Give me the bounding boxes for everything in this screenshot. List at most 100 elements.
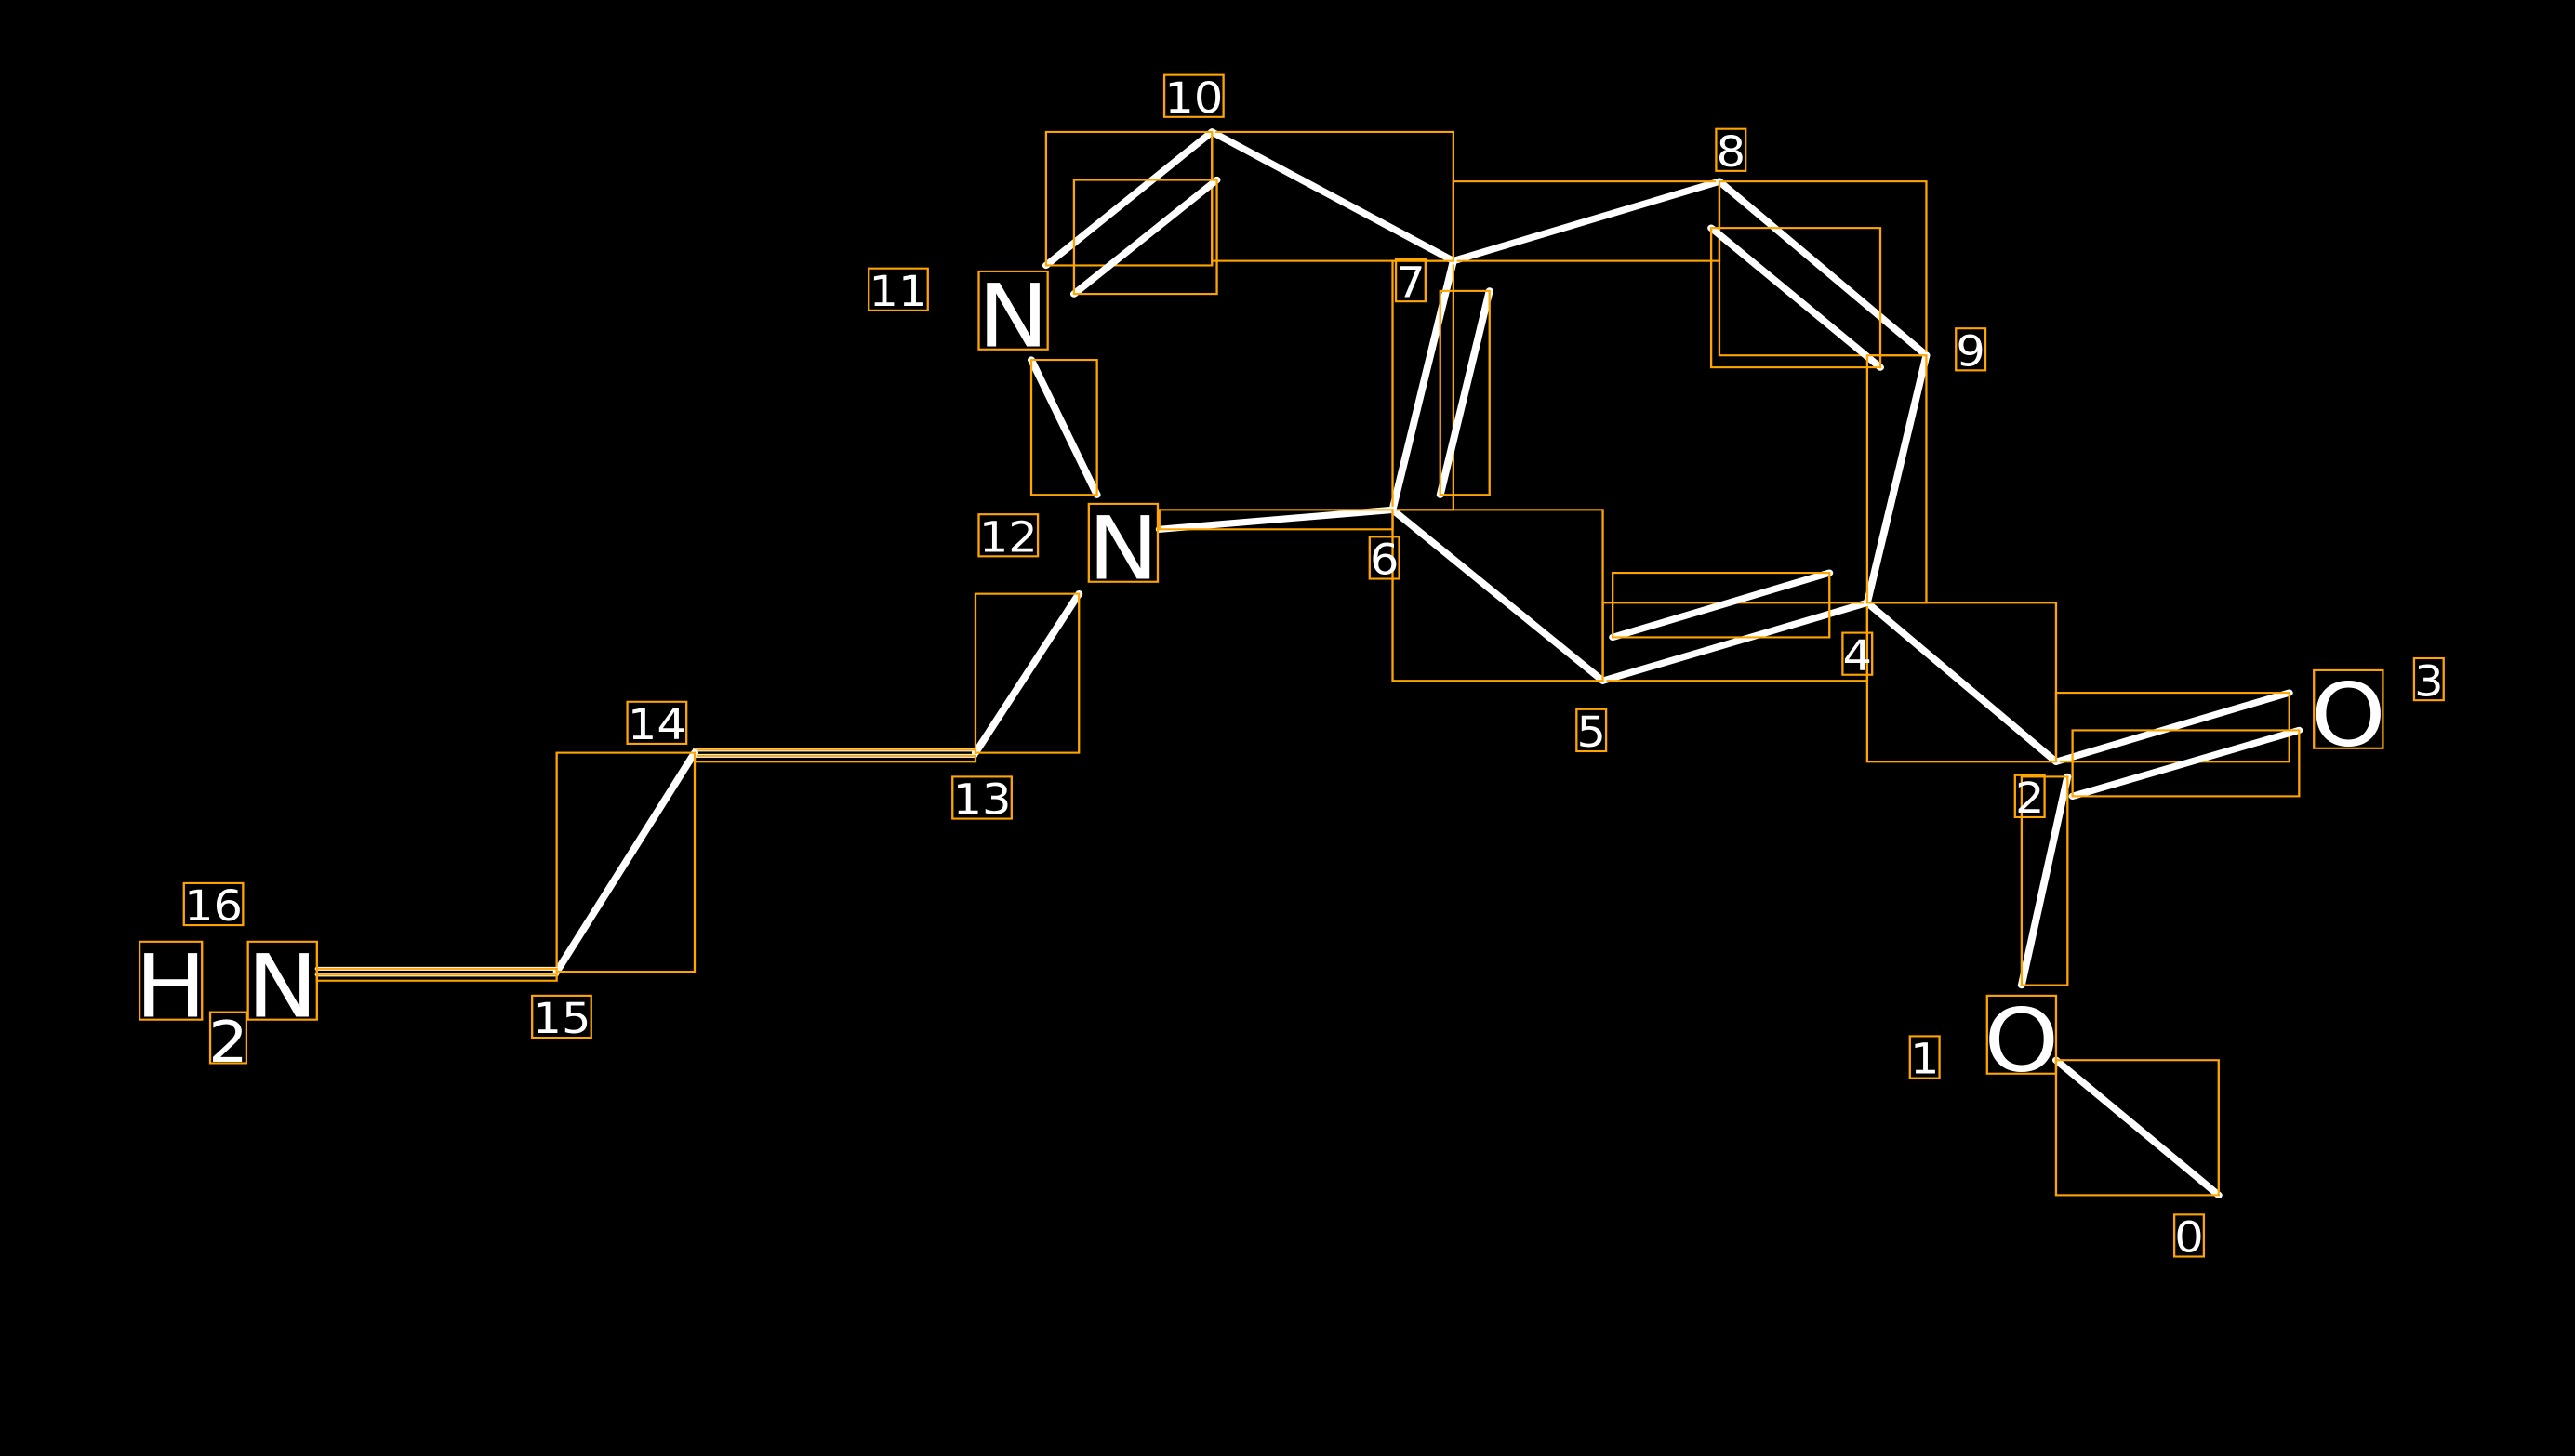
atom-index-label-1: 1 — [1908, 1035, 1941, 1084]
atom-index-label-7: 7 — [1394, 258, 1427, 308]
bond-bounding-box — [1718, 180, 1928, 357]
atom-index-text: 2 — [2015, 774, 2044, 823]
atom-index-label-11: 11 — [868, 267, 929, 316]
bond-line — [1028, 356, 1101, 498]
bond-bounding-box — [555, 751, 697, 973]
bond-bounding-box — [1044, 130, 1214, 267]
atom-index-text: 5 — [1576, 708, 1605, 757]
atom-index-label-4: 4 — [1841, 631, 1874, 681]
atom-index-label-9: 9 — [1955, 327, 1987, 377]
bond-line — [2068, 726, 2303, 801]
hydrogen-text: H — [135, 937, 206, 1039]
atom-index-label-3: 3 — [2412, 656, 2445, 707]
bond-line — [1599, 599, 1871, 684]
atom-index-label-2: 2 — [2013, 774, 2046, 824]
bond-line — [552, 748, 698, 975]
atom-16-symbol: NH2 — [135, 937, 318, 1076]
atom-11-symbol: N — [977, 267, 1049, 368]
index-bounding-box — [1162, 73, 1225, 118]
atom-index-label-0: 0 — [2172, 1213, 2206, 1263]
atom-index-label-8: 8 — [1715, 127, 1747, 177]
index-bounding-box — [2412, 656, 2445, 702]
atom-index-text: 12 — [979, 513, 1038, 562]
bond-12-13 — [971, 590, 1083, 757]
index-bounding-box — [1715, 127, 1747, 172]
atom-index-text: 0 — [2174, 1214, 2203, 1263]
bond-line — [1609, 569, 1834, 642]
atom-index-text: 10 — [1164, 74, 1223, 123]
index-bounding-box — [1368, 536, 1400, 580]
bond-line — [1449, 178, 1723, 265]
atom-index-text: 14 — [628, 701, 686, 749]
bond-bounding-box — [1709, 227, 1882, 369]
index-bounding-box — [1908, 1035, 1941, 1079]
bond-line — [1388, 506, 1607, 684]
bond-0-1 — [2051, 1056, 2223, 1199]
bond-bounding-box — [2054, 1059, 2220, 1197]
bond-line — [1436, 287, 1493, 498]
atom-index-text: 4 — [1843, 632, 1872, 681]
hydrogen-bounding-box — [138, 940, 204, 1021]
atom-index-label-14: 14 — [626, 700, 688, 750]
bond-bounding-box — [1865, 602, 2058, 763]
atoms-layer: O O N N NH2 — [135, 267, 2385, 1092]
bond-line — [1863, 599, 2060, 765]
bond-bounding-box — [1865, 354, 1928, 604]
bond-2-4 — [1863, 599, 2060, 765]
bond-8-9 — [1707, 178, 1931, 371]
bond-line — [1069, 176, 1221, 298]
atom-bounding-box — [246, 940, 318, 1021]
bond-14-15 — [552, 748, 698, 975]
atom-index-text: 7 — [1396, 258, 1425, 307]
bond-line — [1715, 178, 1931, 359]
bond-bounding-box — [1439, 289, 1491, 496]
atom-1-symbol: O — [1984, 991, 2060, 1092]
index-bounding-box — [868, 267, 929, 311]
bond-bounding-box — [1072, 179, 1218, 296]
atom-bounding-box — [1087, 502, 1160, 583]
atom-symbol-text: N — [1088, 499, 1160, 601]
subscript-bounding-box — [208, 1011, 248, 1065]
bond-bounding-box — [1029, 359, 1098, 496]
bond-6-12 — [1155, 506, 1397, 533]
bond-line — [2051, 689, 2293, 765]
atom-index-label-5: 5 — [1575, 708, 1608, 758]
bond-bounding-box — [2071, 729, 2301, 798]
bond-10-11 — [1042, 128, 1221, 298]
atom-index-text: 1 — [1910, 1036, 1939, 1084]
index-bounding-box — [1394, 258, 1427, 303]
index-bounding-box — [977, 513, 1040, 558]
bond-line — [2051, 1056, 2223, 1199]
bond-bounding-box — [1158, 509, 1394, 531]
bond-11-12 — [1028, 356, 1101, 498]
bond-line — [2017, 773, 2072, 989]
index-bounding-box — [531, 994, 592, 1039]
index-bounding-box — [951, 775, 1013, 820]
atom-symbol-text: O — [1984, 991, 2060, 1092]
bonds-layer — [314, 128, 2303, 1199]
index-bounding-box — [1955, 327, 1987, 372]
atom-symbol-text: O — [2311, 666, 2386, 767]
atom-index-text: 8 — [1717, 128, 1745, 177]
atom-index-text: 13 — [953, 776, 1012, 825]
bond-bounding-box — [1391, 509, 1604, 682]
bond-13-14 — [692, 748, 978, 763]
bond-bounding-box — [1612, 572, 1831, 639]
atom-index-text: 3 — [2414, 657, 2443, 706]
atom-symbol-text: N — [977, 267, 1049, 368]
atom-index-label-13: 13 — [951, 775, 1013, 825]
index-bounding-box — [182, 881, 245, 927]
atom-index-text: 6 — [1370, 536, 1399, 585]
bond-4-5 — [1599, 569, 1871, 684]
atom-3-symbol: O — [2311, 666, 2386, 767]
bond-line — [1863, 351, 1931, 606]
bond-5-6 — [1388, 506, 1607, 684]
atom-bounding-box — [1985, 994, 2058, 1075]
atom-index-text: 9 — [1956, 328, 1984, 377]
bond-line — [1707, 224, 1884, 371]
atom-bounding-box — [977, 270, 1049, 351]
index-bounding-box — [2172, 1213, 2206, 1258]
index-bounding-box — [1575, 708, 1608, 753]
